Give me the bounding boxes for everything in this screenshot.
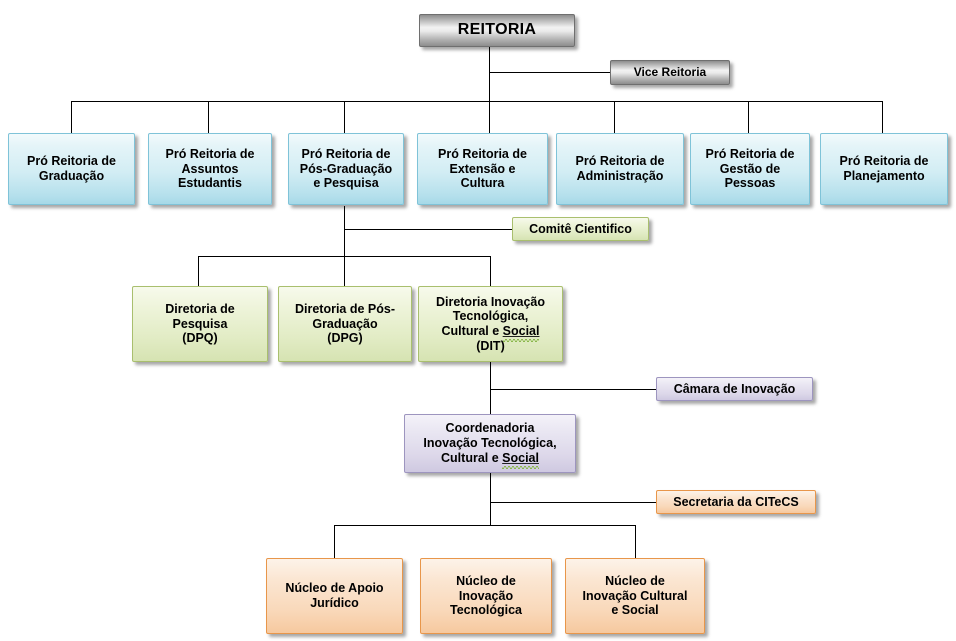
connector-drop-dit bbox=[490, 256, 491, 286]
coord-line-1: Coordenadoria bbox=[445, 421, 535, 436]
node-secretaria-citecs[interactable]: Secretaria da CITeCS bbox=[656, 490, 816, 514]
node-vice-reitoria-label: Vice Reitoria bbox=[633, 65, 707, 80]
dit-line-3a: Cultural e bbox=[441, 324, 503, 338]
node-diretoria-pos-graduacao[interactable]: Diretoria de Pós-Graduação(DPG) bbox=[278, 286, 412, 362]
node-reitoria[interactable]: REITORIA bbox=[419, 14, 575, 47]
node-coordenadoria-citecs-label: Coordenadoria Inovação Tecnológica, Cult… bbox=[405, 421, 575, 465]
connector-level1-bus bbox=[71, 101, 883, 102]
connector-drop-pr2 bbox=[208, 101, 209, 133]
connector-drop-pr3 bbox=[344, 101, 345, 133]
connector-secretaria bbox=[490, 502, 656, 503]
dit-line-4: (DIT) bbox=[476, 338, 505, 353]
node-comite-cientifico[interactable]: Comitê Cientifico bbox=[512, 217, 649, 241]
connector-drop-pr6 bbox=[748, 101, 749, 133]
connector-drop-dpq bbox=[198, 256, 199, 286]
node-camara-inovacao-label: Câmara de Inovação bbox=[673, 381, 796, 396]
connector-coordenadoria-trunk bbox=[490, 473, 491, 525]
connector-posgrad-trunk bbox=[344, 206, 345, 286]
coord-line-3a: Cultural e bbox=[441, 450, 503, 465]
connector-level2-bus bbox=[198, 256, 490, 257]
connector-reitoria-trunk bbox=[489, 47, 490, 101]
connector-vice-reitoria bbox=[489, 72, 614, 73]
node-vice-reitoria[interactable]: Vice Reitoria bbox=[610, 60, 730, 85]
connector-level4-bus bbox=[334, 525, 636, 526]
connector-drop-pr4 bbox=[489, 101, 490, 133]
connector-drop-pr5 bbox=[614, 101, 615, 133]
node-diretoria-inovacao-tecnologica-label: Diretoria Inovação Tecnológica, Cultural… bbox=[419, 295, 562, 354]
node-diretoria-pos-graduacao-label: Diretoria de Pós-Graduação(DPG) bbox=[294, 301, 396, 346]
coord-line-3b-misspelled: Social bbox=[502, 450, 539, 465]
node-reitoria-label: REITORIA bbox=[457, 21, 537, 39]
connector-drop-pr1 bbox=[71, 101, 72, 133]
connector-drop-nucleo1 bbox=[334, 525, 335, 558]
node-secretaria-citecs-label: Secretaria da CITeCS bbox=[673, 494, 799, 509]
dit-line-3b-misspelled: Social bbox=[502, 324, 540, 338]
connector-dit-trunk bbox=[490, 362, 491, 414]
dit-line-2: Tecnológica, bbox=[452, 309, 529, 324]
coord-line-2: Inovação Tecnológica, bbox=[423, 436, 557, 451]
dit-line-1: Diretoria Inovação bbox=[435, 294, 546, 309]
node-diretoria-inovacao-tecnologica[interactable]: Diretoria Inovação Tecnológica, Cultural… bbox=[418, 286, 563, 362]
node-comite-cientifico-label: Comitê Cientifico bbox=[529, 221, 632, 236]
connector-drop-pr7 bbox=[882, 101, 883, 133]
connector-drop-nucleo3 bbox=[635, 525, 636, 558]
connector-camara bbox=[490, 389, 656, 390]
node-camara-inovacao[interactable]: Câmara de Inovação bbox=[656, 377, 813, 401]
node-coordenadoria-citecs[interactable]: Coordenadoria Inovação Tecnológica, Cult… bbox=[404, 414, 576, 473]
connector-comite bbox=[344, 229, 512, 230]
